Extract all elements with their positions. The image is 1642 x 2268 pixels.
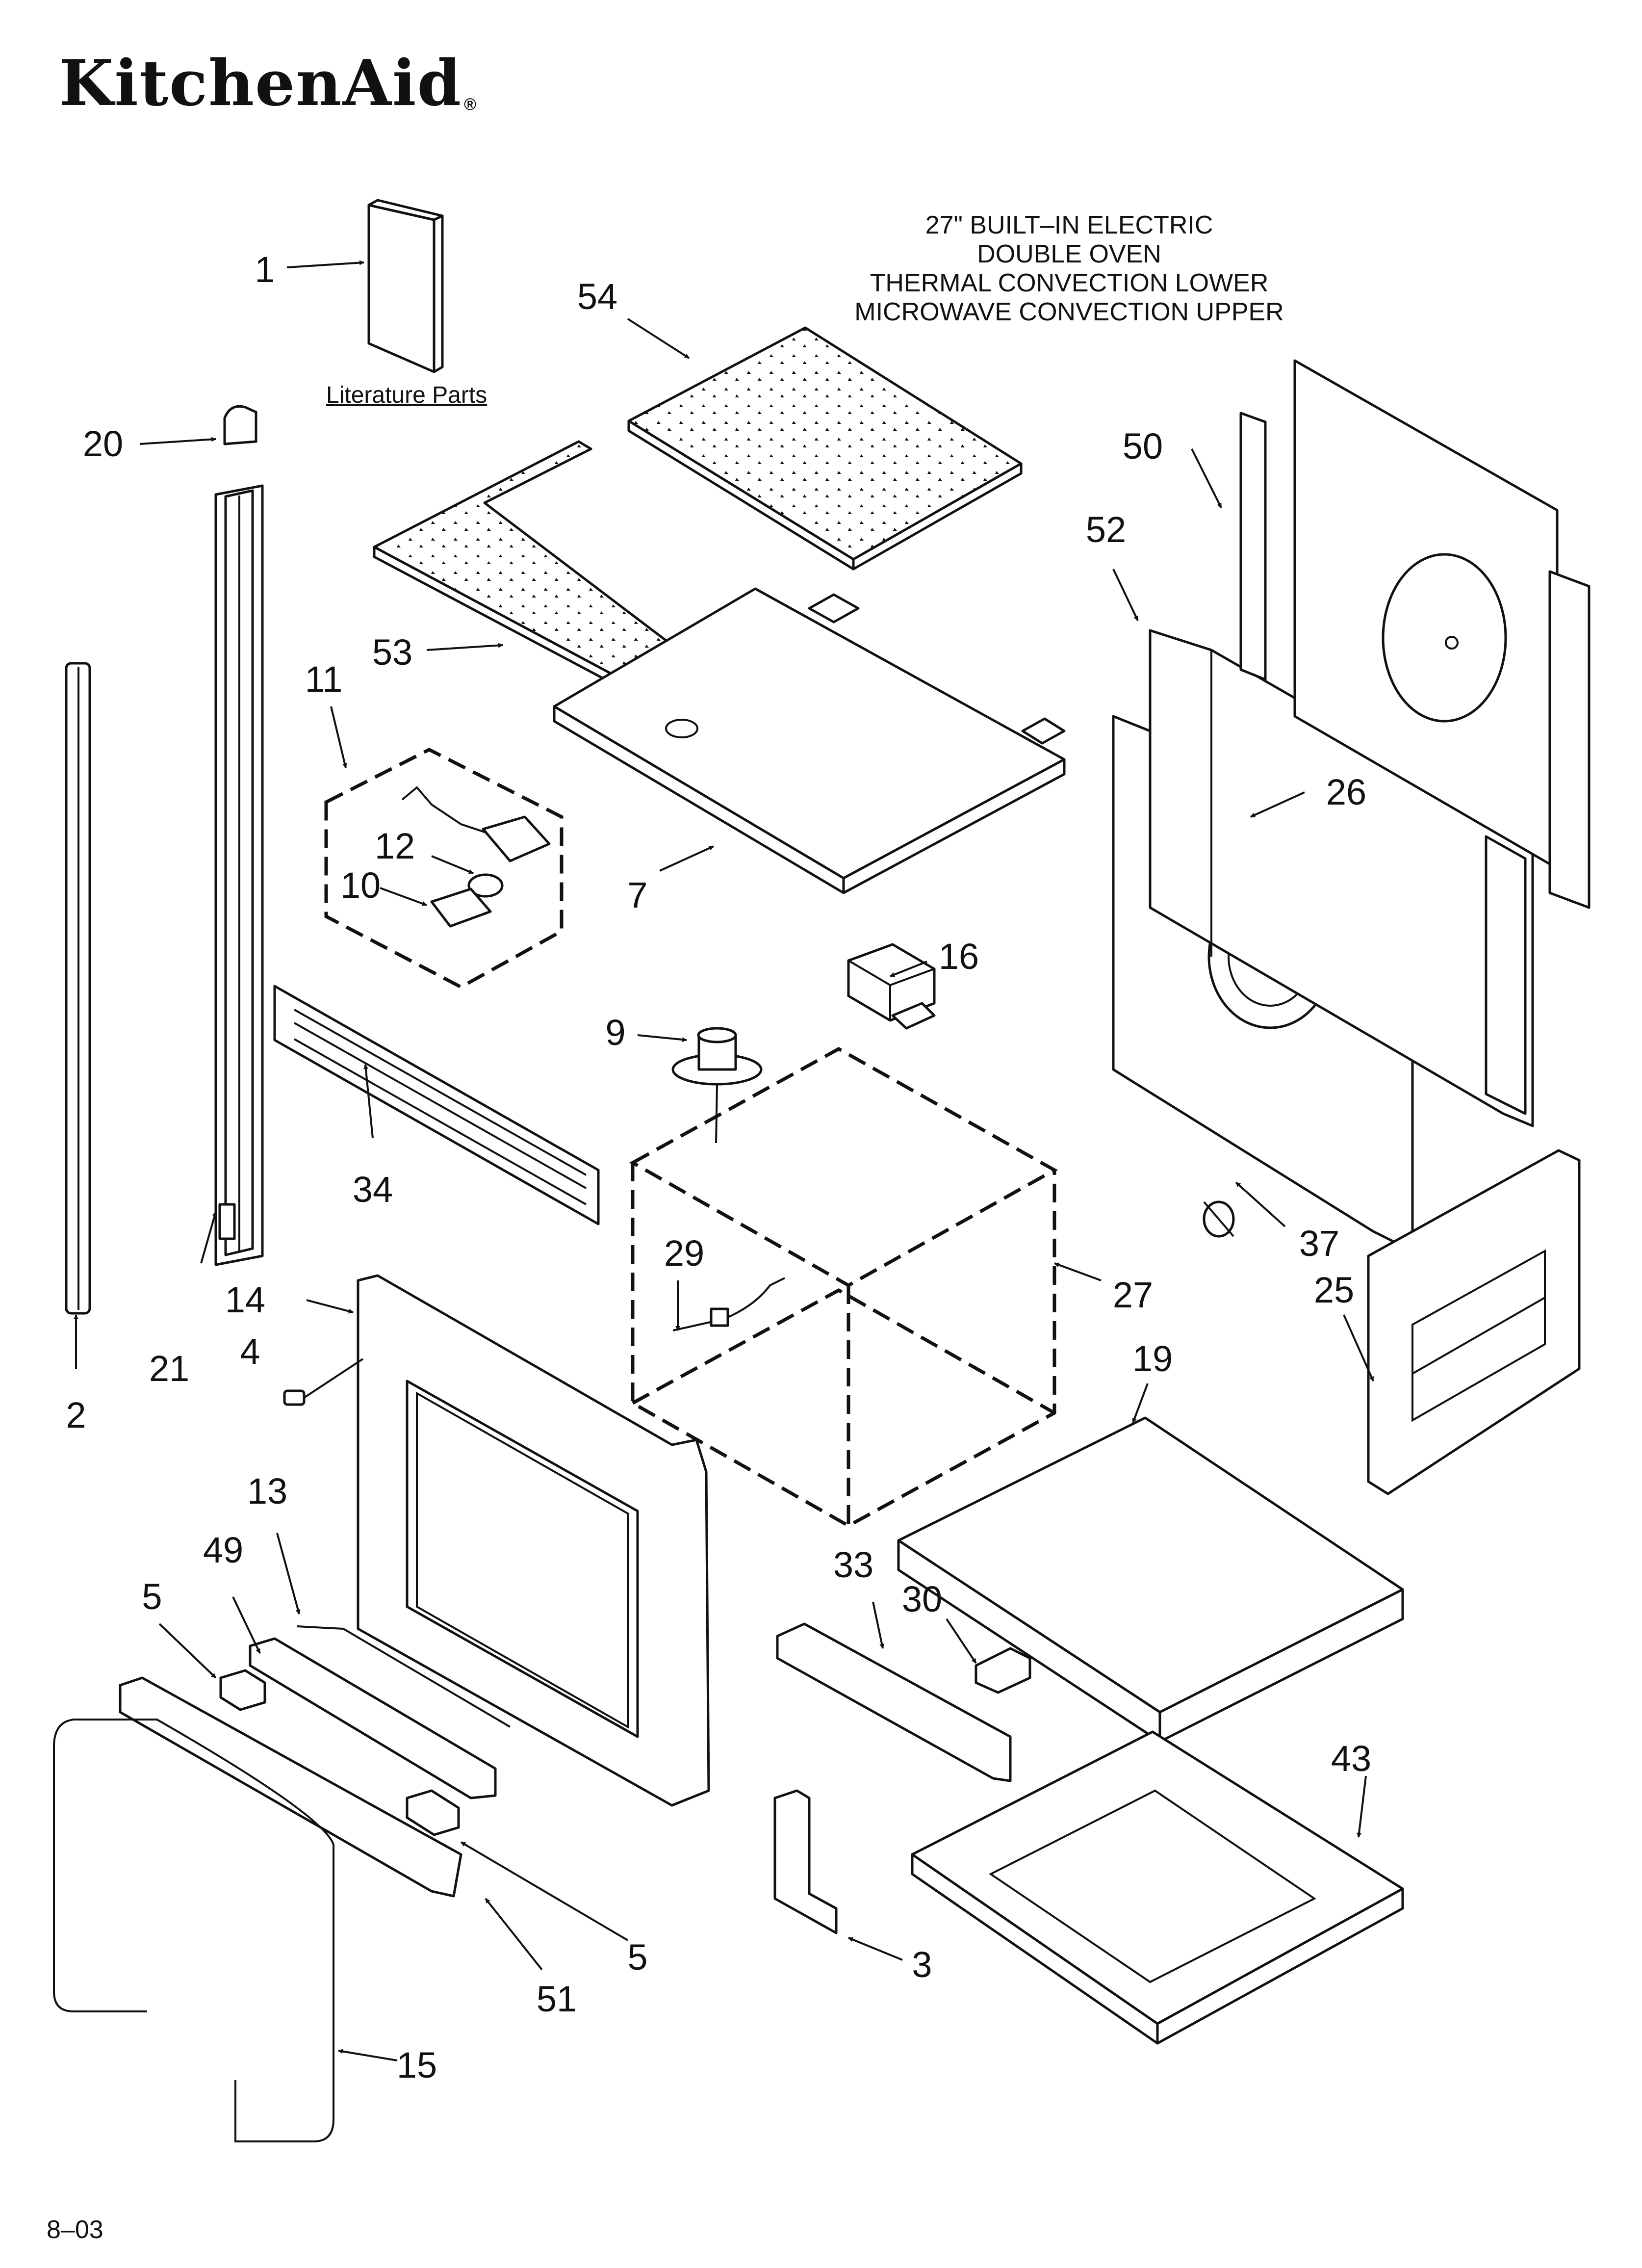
callout-20: 20 <box>82 423 124 464</box>
part-bracket-and-seal <box>249 1625 511 1799</box>
part-oven-cavity <box>629 1046 1058 1528</box>
callout-49: 49 <box>203 1530 244 1570</box>
part-top-panel <box>553 587 1066 894</box>
part-trim-strip <box>65 662 91 1315</box>
callout-7: 7 <box>627 875 648 915</box>
footer-code: 8–03 <box>47 2216 103 2244</box>
callout-1: 1 <box>255 249 275 290</box>
callout-15: 15 <box>396 2045 437 2086</box>
callout-51: 51 <box>536 1979 577 2019</box>
part-screw <box>283 1358 364 1406</box>
callout-12: 12 <box>374 826 415 866</box>
part-side-trim <box>214 484 264 1266</box>
part-light-assembly-group <box>324 748 564 989</box>
callout-5-lower: 5 <box>627 1937 648 1978</box>
part-bottom-panel <box>897 1416 1404 1743</box>
callout-54: 54 <box>577 276 618 317</box>
callout-11: 11 <box>305 659 343 700</box>
callout-50: 50 <box>1122 426 1163 467</box>
part-fan-motor <box>671 1027 763 1144</box>
diagram-title: 27" BUILT–IN ELECTRIC DOUBLE OVEN THERMA… <box>768 211 1371 327</box>
callout-34: 34 <box>352 1169 393 1210</box>
title-line-1: 27" BUILT–IN ELECTRIC <box>925 211 1213 239</box>
callout-3: 3 <box>912 1944 932 1985</box>
callout-9: 9 <box>605 1012 626 1053</box>
callout-30: 30 <box>901 1579 943 1619</box>
part-thermal-cutout <box>1203 1200 1235 1238</box>
callout-14: 14 <box>225 1279 266 1320</box>
part-rail <box>776 1622 1012 1782</box>
callout-26: 26 <box>1326 772 1367 812</box>
callout-43: 43 <box>1331 1738 1372 1779</box>
part-temperature-sensor <box>672 1277 785 1331</box>
callout-10: 10 <box>340 865 381 906</box>
part-back-panel <box>1239 359 1591 909</box>
part-bottom-tray <box>911 1730 1404 2045</box>
callout-5-upper: 5 <box>142 1576 162 1617</box>
literature-parts-label: Literature Parts <box>326 382 487 408</box>
callout-53: 53 <box>372 632 413 673</box>
part-relay <box>847 943 936 1030</box>
callout-13: 13 <box>247 1471 288 1512</box>
title-line-4: MICROWAVE CONVECTION UPPER <box>854 298 1284 326</box>
callout-19: 19 <box>1132 1338 1173 1379</box>
part-back-cover <box>1367 1149 1581 1495</box>
title-line-3: THERMAL CONVECTION LOWER <box>870 269 1269 297</box>
callout-16: 16 <box>938 936 979 977</box>
callout-29: 29 <box>664 1233 705 1274</box>
title-line-2: DOUBLE OVEN <box>977 240 1161 268</box>
part-door-gasket <box>53 1719 334 2142</box>
callout-37: 37 <box>1299 1223 1340 1264</box>
callout-27: 27 <box>1112 1275 1154 1315</box>
part-vent-grille <box>273 985 600 1225</box>
part-mounting-bracket <box>773 1789 838 1934</box>
brand-name: KitchenAid <box>59 47 462 120</box>
part-lower-trim <box>119 1669 462 1898</box>
callout-25: 25 <box>1313 1270 1355 1310</box>
callout-33: 33 <box>833 1544 874 1585</box>
kitchenaid-logo: KitchenAid® <box>59 47 477 120</box>
callout-21: 21 <box>149 1348 190 1389</box>
callout-52: 52 <box>1085 509 1127 550</box>
leader-lines <box>74 260 1374 2061</box>
part-clip <box>975 1647 1031 1694</box>
callout-4: 4 <box>240 1331 260 1372</box>
part-insulation-top <box>627 326 1023 571</box>
registered-mark: ® <box>463 95 477 114</box>
part-literature <box>367 199 444 373</box>
callout-2: 2 <box>66 1395 86 1435</box>
part-end-cap <box>223 405 257 445</box>
part-front-frame <box>357 1274 710 1807</box>
